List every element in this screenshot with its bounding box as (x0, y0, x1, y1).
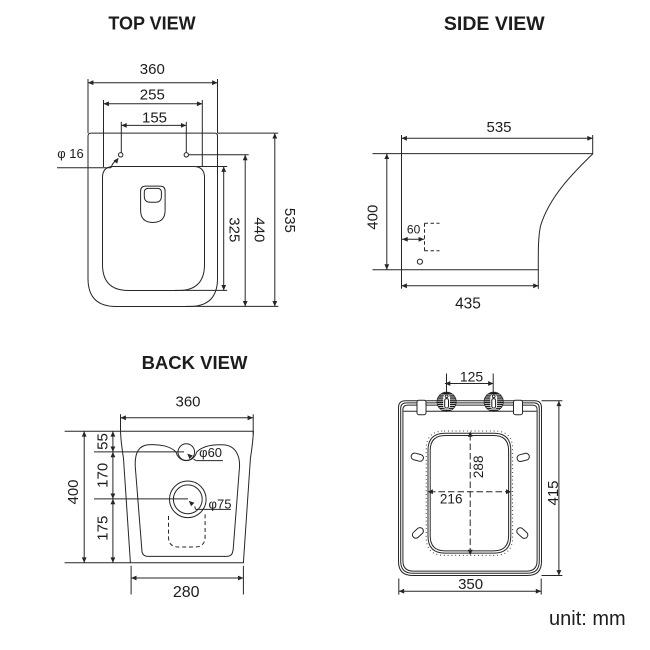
svg-text:TOP VIEW: TOP VIEW (108, 14, 195, 34)
svg-text:535: 535 (281, 208, 298, 233)
svg-text:125: 125 (460, 369, 484, 385)
svg-text:535: 535 (486, 119, 511, 136)
svg-text:SIDE VIEW: SIDE VIEW (444, 13, 545, 35)
svg-text:155: 155 (142, 110, 167, 127)
svg-text:288: 288 (471, 456, 486, 479)
svg-text:440: 440 (251, 217, 268, 242)
svg-text:60: 60 (407, 223, 421, 237)
svg-text:unit: mm: unit: mm (549, 608, 626, 630)
svg-text:175: 175 (94, 516, 111, 541)
svg-text:255: 255 (140, 87, 165, 104)
svg-text:216: 216 (440, 491, 463, 506)
svg-text:φ 16: φ 16 (57, 146, 84, 161)
svg-text:360: 360 (175, 394, 200, 411)
svg-text:350: 350 (458, 576, 483, 593)
svg-text:400: 400 (65, 479, 82, 504)
svg-text:415: 415 (545, 480, 562, 505)
svg-text:435: 435 (455, 296, 481, 313)
svg-text:400: 400 (365, 205, 382, 230)
svg-text:360: 360 (140, 61, 165, 78)
svg-text:55: 55 (94, 433, 111, 450)
svg-text:φ75: φ75 (209, 497, 232, 512)
svg-text:φ60: φ60 (199, 445, 222, 460)
svg-text:325: 325 (226, 217, 243, 242)
svg-text:170: 170 (94, 463, 111, 488)
svg-text:BACK VIEW: BACK VIEW (142, 352, 248, 373)
svg-text:280: 280 (173, 584, 200, 601)
